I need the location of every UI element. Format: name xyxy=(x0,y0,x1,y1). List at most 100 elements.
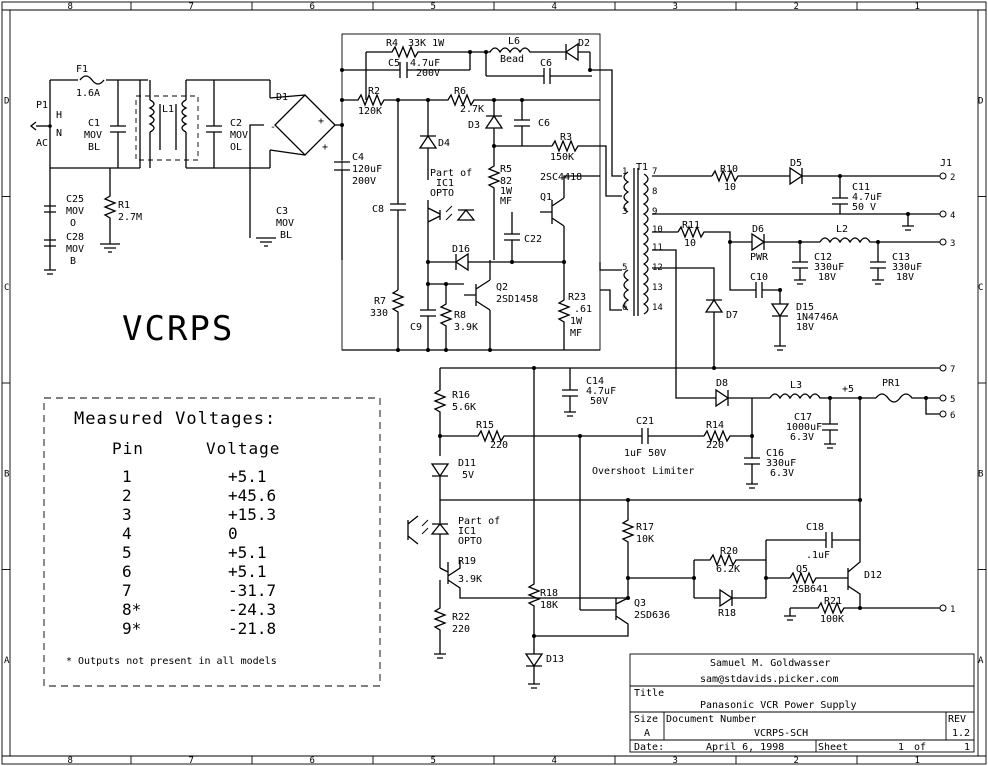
resistor-r16: R16 5.6K xyxy=(433,368,476,456)
tb-rev-label: REV xyxy=(948,714,966,725)
svg-text:330uF: 330uF xyxy=(766,458,796,469)
ref-d15: D15 xyxy=(796,302,814,313)
svg-text:+: + xyxy=(322,142,328,153)
zone-col-label: 7 xyxy=(189,756,194,766)
tb-sheet-label: Sheet xyxy=(818,742,848,753)
ref-r4: R4 xyxy=(386,38,398,49)
mv-voltage-cell: +15.3 xyxy=(228,505,276,524)
ptc-pr1: PR1 xyxy=(875,378,940,415)
connector-pin-terminal xyxy=(939,364,947,372)
mv-col-voltage: Voltage xyxy=(206,439,280,458)
resistor-r15: R15 220 xyxy=(440,420,642,451)
tb-size: A xyxy=(644,728,650,739)
value-r3: 150K xyxy=(550,152,574,163)
diode-d12: R18 xyxy=(694,588,766,619)
svg-text:MOV: MOV xyxy=(66,206,84,217)
resistor-r1: R1 2.7M xyxy=(100,168,142,253)
overshoot-label: Overshoot Limiter xyxy=(592,466,694,477)
ref-c17: C17 xyxy=(794,412,812,423)
ref-d8: D8 xyxy=(716,378,728,389)
ref-c25: C25 xyxy=(66,194,84,205)
svg-text:4.7uF: 4.7uF xyxy=(852,192,882,203)
resistor-r4: R4 33K 1W xyxy=(366,38,470,59)
ref-r3: R3 xyxy=(560,132,572,143)
zone-row-label: D xyxy=(978,96,983,106)
tb-of-label: of xyxy=(914,742,926,753)
transformer-pin-number: 11 xyxy=(652,243,663,253)
resistor-r11: R11 10 xyxy=(677,220,750,291)
resistor-r5: R5 82 1W MF xyxy=(487,146,513,260)
mv-col-pin: Pin xyxy=(112,439,144,458)
ref-d13: D13 xyxy=(546,654,564,665)
value-r14: 220 xyxy=(706,440,724,451)
cap-c10: C10 xyxy=(750,272,780,298)
cap-c6-top: C6 xyxy=(486,58,592,84)
ref-c28: C28 xyxy=(66,232,84,243)
cap-c11: C11 4.7uF 50 V xyxy=(832,176,882,214)
resistor-r17: R17 10K xyxy=(621,500,654,598)
svg-text:18V: 18V xyxy=(818,272,836,283)
connector-pin-number: 1 xyxy=(950,605,955,615)
fuse-f1: F1 1.6A xyxy=(76,64,105,99)
connector-pin-terminal xyxy=(939,394,947,402)
transistor-q3: Q3 2SD636 xyxy=(534,436,670,637)
value-c21: 1uF 50V xyxy=(624,448,666,459)
zone-col-label: 4 xyxy=(552,756,557,766)
diode-d4: D4 xyxy=(418,100,450,180)
transistor-q2: Q2 2SD1458 xyxy=(464,260,538,350)
resistor-r7: R7 330 xyxy=(370,289,405,350)
mv-voltage-cell: -24.3 xyxy=(228,600,276,619)
svg-text:MF: MF xyxy=(500,196,512,207)
zone-row-label: A xyxy=(978,656,984,666)
value-l6: Bead xyxy=(500,54,524,65)
svg-text:120uF: 120uF xyxy=(352,164,382,175)
ref-c10: C10 xyxy=(750,272,768,283)
ic1-opto-primary: Part of IC1 OPTO xyxy=(427,168,476,228)
junction-dots-secondary xyxy=(532,174,910,370)
mv-pin-cell: 5 xyxy=(122,543,132,562)
ref-l6: L6 xyxy=(508,36,520,47)
transistor-q4: R19 3.9K xyxy=(439,556,628,599)
connector-pin-terminal xyxy=(939,210,947,218)
zone-col-label: 4 xyxy=(552,2,557,12)
value-r1: 2.7M xyxy=(118,212,142,223)
value-c1-line2: BL xyxy=(88,142,100,153)
transformer-pin-number: 9 xyxy=(652,207,657,217)
tb-author: Samuel M. Goldwasser xyxy=(710,658,830,669)
ref-p1: P1 xyxy=(36,100,48,111)
mv-pin-cell: 9* xyxy=(122,619,141,638)
mv-voltage-cell: +5.1 xyxy=(228,467,267,486)
zone-col-label: 6 xyxy=(310,2,315,12)
svg-text:50V: 50V xyxy=(590,396,608,407)
ref-l2: L2 xyxy=(836,224,848,235)
transformer-pin-number: 8 xyxy=(652,187,657,197)
cap-c9: C9 xyxy=(410,228,436,350)
diode-d7: D7 xyxy=(704,298,738,368)
ref-t1: T1 xyxy=(636,162,648,173)
ref-c4: C4 xyxy=(352,152,364,163)
value-r2: 120K xyxy=(358,106,382,117)
ref-q2: Q2 xyxy=(496,282,508,293)
cap-c16: C16 330uF 6.3V xyxy=(744,436,796,489)
ref-r6: R6 xyxy=(454,86,466,97)
cap-c13: C13 330uF 18V xyxy=(870,242,922,285)
resistor-r8: R8 3.9K xyxy=(439,284,478,350)
svg-text:-: - xyxy=(270,122,276,133)
ref-l3: L3 xyxy=(790,380,802,391)
connector-pin-number: 4 xyxy=(950,211,955,221)
diode-d2: D2 xyxy=(556,38,590,62)
cap-c8: C8 xyxy=(372,100,406,290)
mv-pin-cell: 8* xyxy=(122,600,141,619)
transformer-pin-number: 14 xyxy=(652,303,663,313)
zener-d15: D15 1N4746A 18V xyxy=(770,290,838,351)
diode-d3: D3 xyxy=(468,100,504,146)
tb-sheets: 1 xyxy=(964,742,970,753)
ref-c2: C2 xyxy=(230,118,242,129)
ref-q4: R19 xyxy=(458,556,476,567)
ref-r8: R8 xyxy=(454,310,466,321)
ref-d4: D4 xyxy=(438,138,450,149)
ref-l1: L1 xyxy=(162,104,174,115)
ref-d2: D2 xyxy=(578,38,590,49)
